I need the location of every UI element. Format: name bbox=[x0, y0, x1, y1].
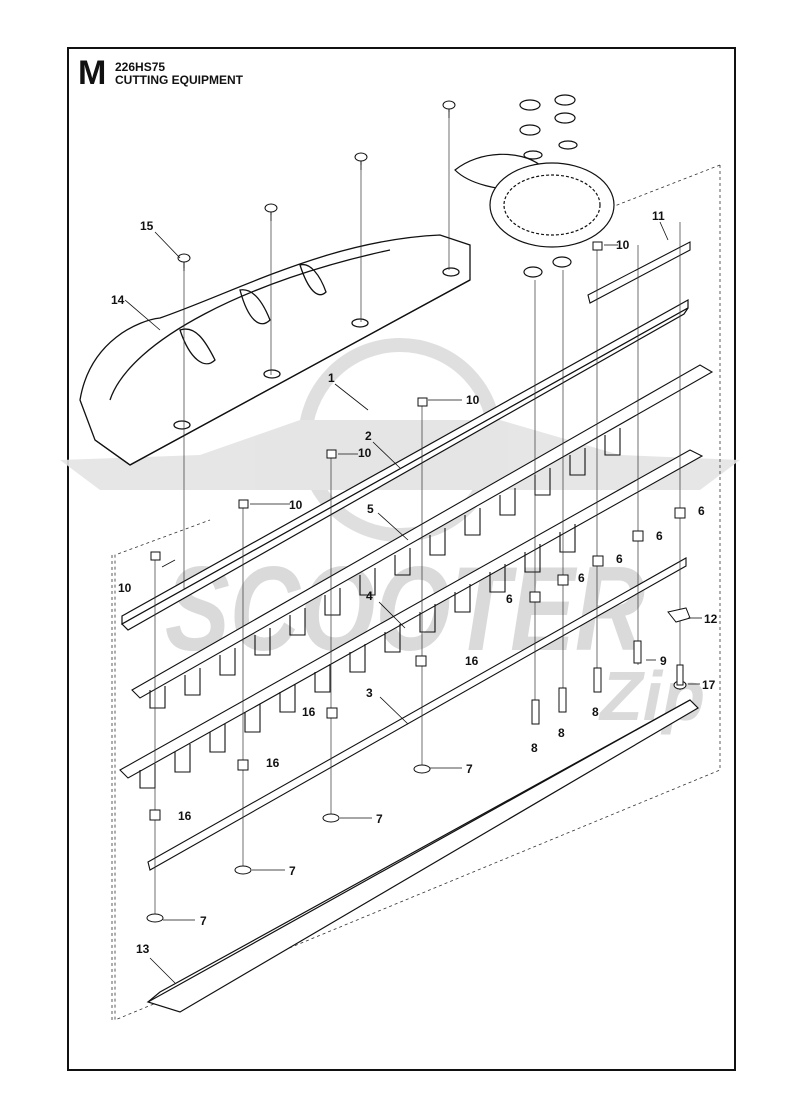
callout-11: 11 bbox=[652, 209, 665, 223]
callout-10: 10 bbox=[616, 238, 630, 252]
callout-12: 12 bbox=[704, 612, 718, 626]
callout-10: 10 bbox=[118, 581, 132, 595]
callout-16: 16 bbox=[465, 654, 479, 668]
callout-10: 10 bbox=[358, 446, 372, 460]
callouts: 1 2 3 4 5 6 6 6 6 6 6 7 7 7 7 7 8 8 8 8 … bbox=[111, 209, 718, 956]
callout-6: 6 bbox=[506, 592, 513, 606]
diagram-frame bbox=[67, 47, 736, 1071]
fasteners bbox=[146, 241, 691, 923]
callout-8: 8 bbox=[592, 705, 599, 719]
plate-part-11 bbox=[587, 241, 691, 304]
lower-blade-part-4 bbox=[119, 449, 704, 789]
leader-lines bbox=[124, 221, 702, 984]
blade-guard-part bbox=[79, 234, 471, 466]
section-title: CUTTING EQUIPMENT bbox=[115, 73, 243, 87]
callout-10: 10 bbox=[466, 393, 480, 407]
lower-plate-part-3 bbox=[147, 557, 687, 871]
callout-10: 10 bbox=[289, 498, 303, 512]
callout-6: 6 bbox=[656, 529, 663, 543]
callout-17: 17 bbox=[702, 678, 716, 692]
callout-13: 13 bbox=[136, 942, 150, 956]
callout-7: 7 bbox=[376, 812, 383, 826]
callout-16: 16 bbox=[178, 809, 192, 823]
blade-cover-part-13 bbox=[146, 699, 699, 1013]
callout-14: 14 bbox=[111, 293, 125, 307]
callout-3: 3 bbox=[366, 686, 373, 700]
guide-bar-part-1 bbox=[121, 298, 689, 631]
callout-16: 16 bbox=[266, 756, 280, 770]
callout-8: 8 bbox=[558, 726, 565, 740]
section-letter: M bbox=[78, 54, 107, 92]
callout-6: 6 bbox=[578, 571, 585, 585]
callout-4: 4 bbox=[366, 589, 373, 603]
model-code: 226HS75 bbox=[115, 60, 166, 74]
callout-16: 16 bbox=[302, 705, 316, 719]
callout-2: 2 bbox=[365, 429, 372, 443]
assembly-lines bbox=[154, 112, 681, 915]
watermark-brand: SCOOTER bbox=[165, 542, 645, 676]
callout-5: 5 bbox=[367, 502, 374, 516]
callout-6: 6 bbox=[616, 552, 623, 566]
callout-7: 7 bbox=[289, 864, 296, 878]
assembly-boundary bbox=[111, 164, 721, 1021]
callout-7: 7 bbox=[466, 762, 473, 776]
callout-6: 6 bbox=[698, 504, 705, 518]
gear-housing-part bbox=[454, 94, 615, 278]
callout-7: 7 bbox=[200, 914, 207, 928]
callout-1: 1 bbox=[328, 371, 335, 385]
callout-8: 8 bbox=[531, 741, 538, 755]
callout-9: 9 bbox=[660, 654, 667, 668]
callout-15: 15 bbox=[140, 219, 154, 233]
